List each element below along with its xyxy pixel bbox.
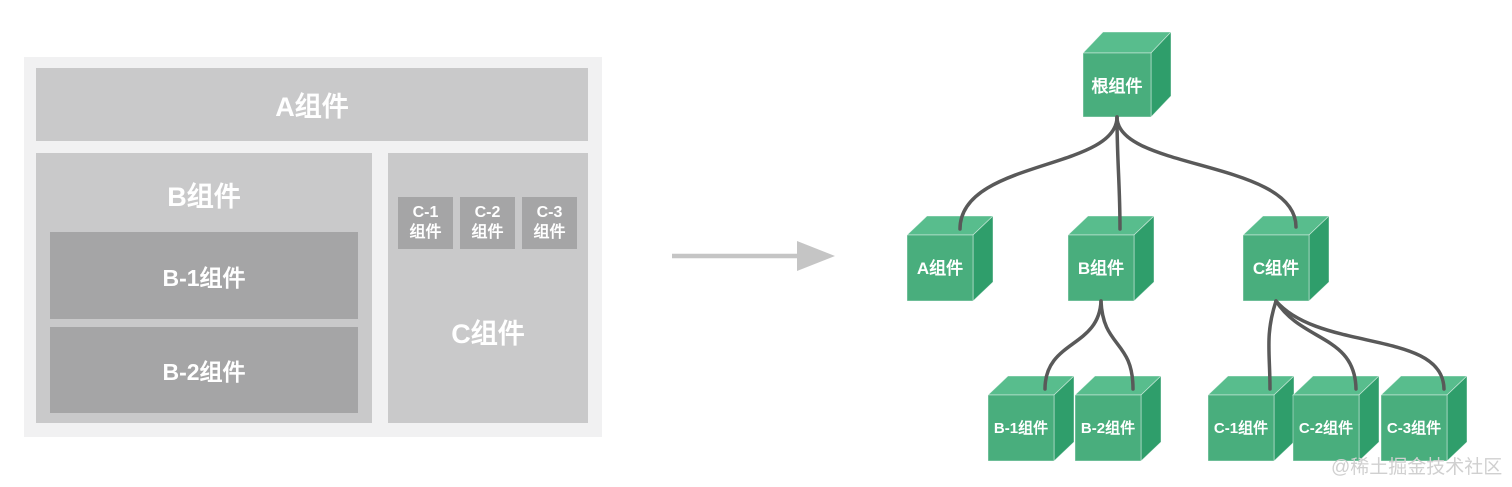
edge-root-a: [958, 115, 1119, 231]
cube-label: B-1组件: [994, 419, 1048, 437]
c3-label-line1: C-3: [536, 204, 563, 221]
edge-c-c1: [1267, 299, 1278, 391]
cube-front-face: [906, 234, 974, 302]
c2-label-line2: 组件: [471, 224, 504, 241]
tree-node-b: B组件: [1067, 215, 1155, 302]
cube-label: B-2组件: [1081, 419, 1135, 437]
b1-component-box: B-1组件: [50, 232, 358, 319]
c3-component-box: C-3 组件: [522, 197, 577, 249]
tree-node-a: A组件: [906, 215, 994, 302]
c1-label-line1: C-1: [412, 204, 439, 221]
watermark-text: @稀土掘金技术社区: [1331, 456, 1502, 478]
cube-label: C组件: [1253, 258, 1299, 278]
c2-component-box: C-2 组件: [460, 197, 515, 249]
tree-node-root: 根组件: [1082, 31, 1172, 118]
b2-component-label: B-2组件: [162, 359, 246, 385]
cube-label: C-3组件: [1387, 419, 1441, 437]
cube-front-face: [1380, 394, 1448, 462]
b2-component-box: B-2组件: [50, 327, 358, 413]
edge-b-b1: [1043, 299, 1103, 391]
b-component-box: B组件 B-1组件 B-2组件: [36, 153, 372, 423]
cube-label: C-1组件: [1214, 419, 1268, 437]
edge-root-c: [1115, 115, 1298, 229]
arrow-head: [797, 241, 835, 271]
c-component-label: C组件: [451, 319, 525, 349]
c2-label-line1: C-2: [474, 204, 501, 221]
cube-front-face: [1292, 394, 1360, 462]
cube-label: B组件: [1078, 258, 1124, 278]
c-children-row: C-1 组件 C-2 组件 C-3 组件: [398, 197, 577, 249]
tree-node-b2: B-2组件: [1074, 375, 1162, 462]
a-component-box: A组件: [36, 68, 588, 141]
cube-front-face: [1067, 234, 1135, 302]
c1-label-line2: 组件: [409, 224, 442, 241]
c3-label-line2: 组件: [533, 224, 566, 241]
b1-component-label: B-1组件: [162, 264, 246, 291]
a-component-label: A组件: [275, 92, 349, 122]
edge-root-b: [1115, 115, 1122, 231]
cube-label: 根组件: [1092, 76, 1143, 96]
cube-front-face: [1207, 394, 1275, 462]
edge-b-b2: [1099, 299, 1135, 391]
cube-front-face: [987, 394, 1055, 462]
cube-front-face: [1082, 52, 1152, 118]
tree-edges: [958, 115, 1446, 391]
c1-component-box: C-1 组件: [398, 197, 453, 249]
tree-node-c1: C-1组件: [1207, 375, 1295, 462]
edge-c-c3: [1274, 299, 1446, 391]
edge-c-c2: [1274, 299, 1358, 391]
b-component-label: B组件: [167, 182, 241, 212]
c-component-box: C-1 组件 C-2 组件 C-3 组件 C组件: [388, 153, 588, 423]
transform-arrow: [672, 241, 835, 271]
tree-node-b1: B-1组件: [987, 375, 1075, 462]
cube-label: A组件: [917, 258, 963, 278]
tree-node-c3: C-3组件: [1380, 375, 1468, 462]
tree-node-c2: C-2组件: [1292, 375, 1380, 462]
cube-label: C-2组件: [1299, 419, 1353, 437]
cube-front-face: [1242, 234, 1310, 302]
tree-node-c: C组件: [1242, 215, 1330, 302]
nested-layout-panel: A组件 B组件 B-1组件 B-2组件 C-1 组件 C-2 组件: [24, 57, 602, 437]
cube-front-face: [1074, 394, 1142, 462]
